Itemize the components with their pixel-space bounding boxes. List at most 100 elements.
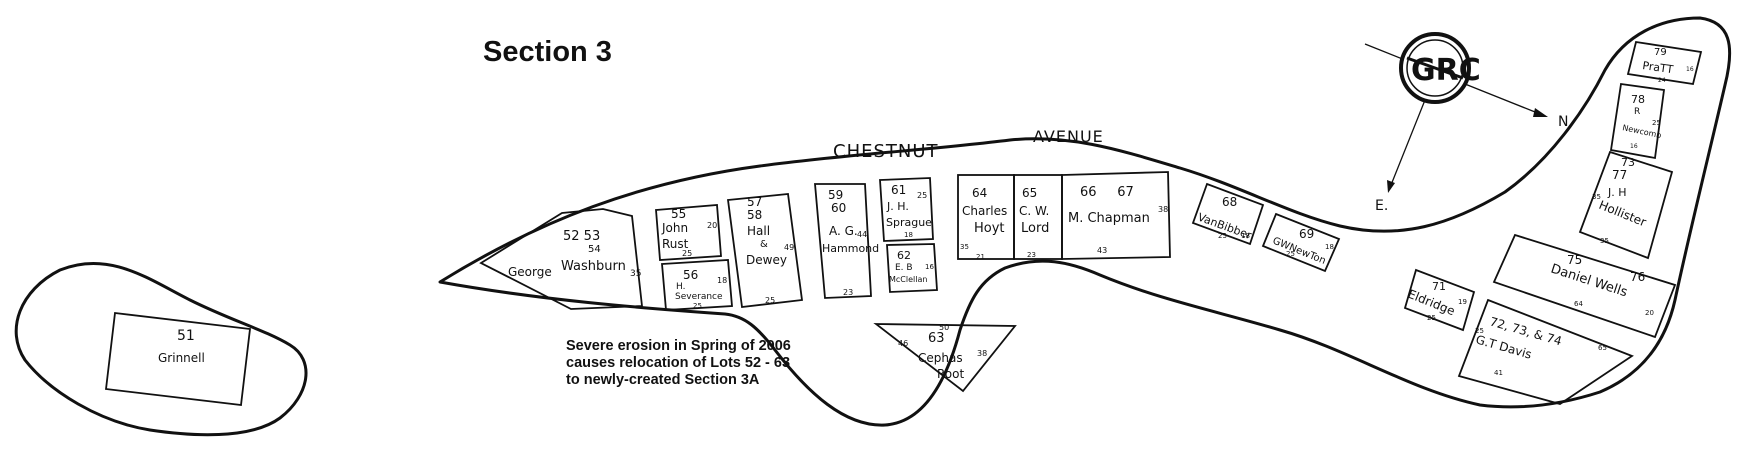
lot-78-dim1: 25 [1652,119,1661,127]
lot-63-number: 63 [928,331,945,346]
lot-59-60-last: Hammond [822,242,879,255]
compass-east-label: E. [1375,198,1388,214]
lot-59-60-dim2: 23 [843,288,853,297]
lot-79-dim1: 16 [1686,66,1694,73]
north-arrowhead-icon [1533,108,1548,117]
lot-61-number: 61 [891,183,906,197]
lot-72-74-dim1: 25 [1475,327,1484,335]
lot-73-77-last: Hollister [1597,198,1648,230]
lot-61-dim2: 18 [904,231,913,239]
section-title: Section 3 [483,36,612,68]
erosion-note: Severe erosion in Spring of 2006 causes … [566,338,866,389]
street-name-right: AVENUE [1033,127,1104,146]
lot-64-dim2: 21 [976,253,985,261]
lot-56-dim1: 18 [717,276,727,285]
lot-55[interactable] [655,204,722,261]
lot-69-number: 69 [1299,227,1314,241]
lot-56-first: H. [676,282,685,292]
lot-51-number: 51 [177,328,195,344]
lot-59-number: 59 [828,188,843,202]
lot-73-77-dim1: 35 [1592,193,1601,201]
lot-78-number: 78 [1631,93,1645,106]
lot-59-60-first: A. G. [829,224,858,238]
lot-72-74-dim2: 65 [1598,344,1607,352]
lot-62-last: McClellan [889,275,927,284]
lot-52-53-dim: 35 [630,269,641,279]
compass-rose: GRC N. E. [1364,32,1573,214]
island-outline [14,261,308,437]
lot-51[interactable] [105,312,251,406]
lot-57-58-last: Dewey [746,253,787,267]
lot-58-number: 58 [747,208,762,222]
section-outline [438,16,1732,427]
lot-66-67-dim2: 43 [1097,246,1107,255]
lot-55-number: 55 [671,207,686,221]
lot-59-60-dim1: 44 [857,230,867,239]
lot-52-53-first: George [508,265,552,279]
lot-62[interactable] [886,243,938,293]
lot-65-first: C. W. [1019,204,1049,218]
lot-72-74-dim3: 41 [1494,369,1503,377]
lot-64-first: Charles [962,204,1007,218]
erosion-note-line-2: causes relocation of Lots 52 - 63 [566,355,791,371]
lot-78-first: R [1634,107,1640,117]
lot-55-first: John [661,221,688,235]
lot-60-number: 60 [831,201,846,215]
lot-52-53-numbers: 52 53 [563,229,600,244]
lot-59-60[interactable] [814,183,872,299]
lot-69-dim2: 25 [1286,250,1295,258]
lot-78[interactable] [1609,82,1666,160]
lot-68[interactable] [1191,182,1265,246]
lot-51-name: Grinnell [158,351,205,365]
lot-75-76[interactable] [1492,233,1677,339]
lot-79-dim2: 24 [1658,77,1666,84]
lot-57-58-dim2: 25 [765,296,775,305]
lot-73-77[interactable] [1578,150,1674,260]
lot-63-dim2: 46 [898,339,908,348]
lot-61-dim1: 25 [917,191,927,200]
lot-79[interactable] [1626,40,1703,86]
lot-63[interactable] [873,323,1017,393]
lot-73-77-first: J. H [1607,186,1627,199]
compass-monogram: GRC [1411,53,1481,88]
compass-north-label: N. [1558,114,1573,130]
lot-56-number: 56 [683,268,698,282]
lot-78-dim2: 16 [1630,143,1638,150]
lot-62-dim1: 16 [925,263,934,271]
lot-75-76-dim1: 64 [1574,300,1583,308]
lot-57-number: 57 [747,195,762,209]
lot-55-dim2: 25 [682,249,692,258]
lot-77-number: 77 [1612,168,1627,182]
east-arrowhead-icon [1387,180,1395,193]
lot-68-number: 68 [1222,195,1237,209]
lot-69-dim1: 18 [1325,243,1334,251]
lot-76-number: 76 [1630,270,1645,284]
lot-68-dim1: 25 [1218,232,1227,240]
lot-66-67-dim1: 38 [1158,205,1168,214]
lot-66-67[interactable] [1061,171,1171,260]
lot-71-number: 71 [1432,280,1446,293]
lot-68-dim2: 18 [1241,232,1250,240]
lot-64-number: 64 [972,186,987,200]
street-name-left: CHESTNUT [833,141,939,162]
lot-65-dim1: 23 [1027,251,1036,259]
lot-56[interactable] [661,259,733,311]
lot-57-58-dim1: 49 [784,243,794,252]
lot-71[interactable] [1403,268,1476,332]
lot-69[interactable] [1261,212,1341,273]
lot-73-77-dim2: 35 [1600,237,1609,245]
lot-72-74[interactable] [1457,298,1634,405]
lot-52-53[interactable] [479,208,644,310]
lot-57-58-first: Hall [747,224,770,238]
lot-63-last: Root [937,367,964,381]
lot-79-number: 79 [1654,47,1667,58]
lot-75-number: 75 [1567,253,1582,267]
lot-66-67-name: M. Chapman [1068,211,1150,226]
lot-57-58[interactable] [726,193,804,308]
erosion-note-line-1: Severe erosion in Spring of 2006 [566,338,791,354]
lot-61[interactable] [879,177,934,242]
lot-73-number: 73 [1621,156,1635,169]
lot-79-name: PraTT [1642,59,1675,76]
lot-52-53-sub: 54 [588,244,601,255]
